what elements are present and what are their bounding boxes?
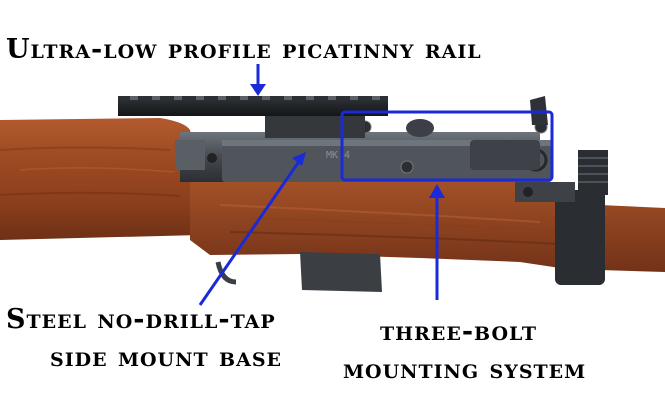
side-mount-base: MK 4 (222, 119, 552, 182)
rear-sight (530, 96, 608, 195)
rail-caption: Ultra-low profile picatinny rail (6, 34, 482, 65)
rail-arrow (250, 64, 266, 96)
trigger-guard (215, 261, 237, 285)
magazine (300, 252, 382, 292)
base-caption-line1: Steel no-drill-tap (6, 304, 276, 335)
bolt-arrow (429, 184, 445, 300)
engraving-text: MK 4 (326, 150, 350, 161)
picatinny-rail (118, 96, 388, 138)
base-caption-line2: side mount base (50, 342, 283, 373)
base-arrow (198, 152, 306, 306)
bolt-caption-line1: three-bolt (380, 316, 537, 347)
barrel-band (515, 182, 605, 285)
rear-stock (0, 118, 200, 240)
three-bolt-highlight-box (340, 110, 554, 182)
bolt-caption-line2: mounting system (343, 354, 587, 385)
